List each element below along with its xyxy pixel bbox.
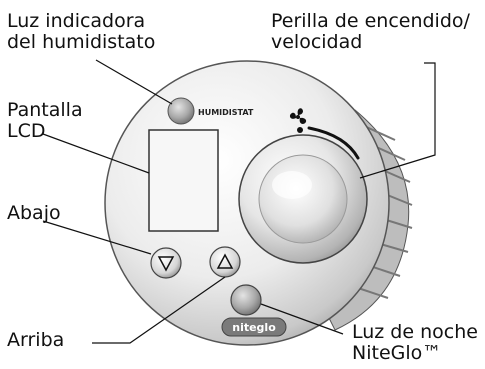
leader-lcd xyxy=(42,133,150,174)
callout-humidistat-light: Luz indicadora del humidistato xyxy=(7,11,155,53)
callout-humidistat-light-line1: Luz indicadora xyxy=(7,10,146,32)
rear-housing-ribs xyxy=(319,109,413,331)
callout-humidistat-light-line2: del humidistato xyxy=(7,31,156,53)
down-arrow-icon xyxy=(157,256,175,272)
callout-night-light-line2: NiteGlo™ xyxy=(352,342,442,364)
up-button[interactable] xyxy=(209,246,241,278)
callout-up-line1: Arriba xyxy=(7,329,65,351)
leader-humidistat xyxy=(95,59,173,105)
power-speed-knob[interactable] xyxy=(238,134,368,264)
callout-power-knob-line1: Perilla de encendido/ xyxy=(271,10,470,32)
callout-lcd-line1: Pantalla xyxy=(7,99,83,121)
callout-night-light-line1: Luz de noche xyxy=(352,321,478,343)
humidistat-led xyxy=(167,97,195,125)
speed-arc xyxy=(307,126,360,160)
leader-lines xyxy=(42,59,436,344)
up-arrow-icon xyxy=(216,253,234,269)
leader-power-knob xyxy=(359,62,436,179)
down-button[interactable] xyxy=(150,247,182,279)
callout-down: Abajo xyxy=(7,203,61,224)
brand-label: niteglo xyxy=(232,321,276,334)
leader-night-light xyxy=(260,303,344,335)
callout-lcd-line2: LCD xyxy=(7,120,46,142)
niteglo-badge: niteglo xyxy=(221,317,287,337)
callout-power-knob-line2: velocidad xyxy=(271,31,363,53)
callout-night-light: Luz de noche NiteGlo™ xyxy=(352,322,478,364)
leader-up xyxy=(92,276,226,344)
lcd-screen xyxy=(148,129,219,232)
callout-power-knob: Perilla de encendido/ velocidad xyxy=(271,11,470,53)
night-light-button[interactable] xyxy=(230,284,262,316)
humidistat-label: HUMIDISTAT xyxy=(198,108,254,117)
callout-up: Arriba xyxy=(7,330,64,351)
fan-icon xyxy=(289,108,307,124)
leader-down xyxy=(42,220,152,255)
callout-lcd: Pantalla LCD xyxy=(7,100,83,142)
callout-down-line1: Abajo xyxy=(7,202,61,224)
